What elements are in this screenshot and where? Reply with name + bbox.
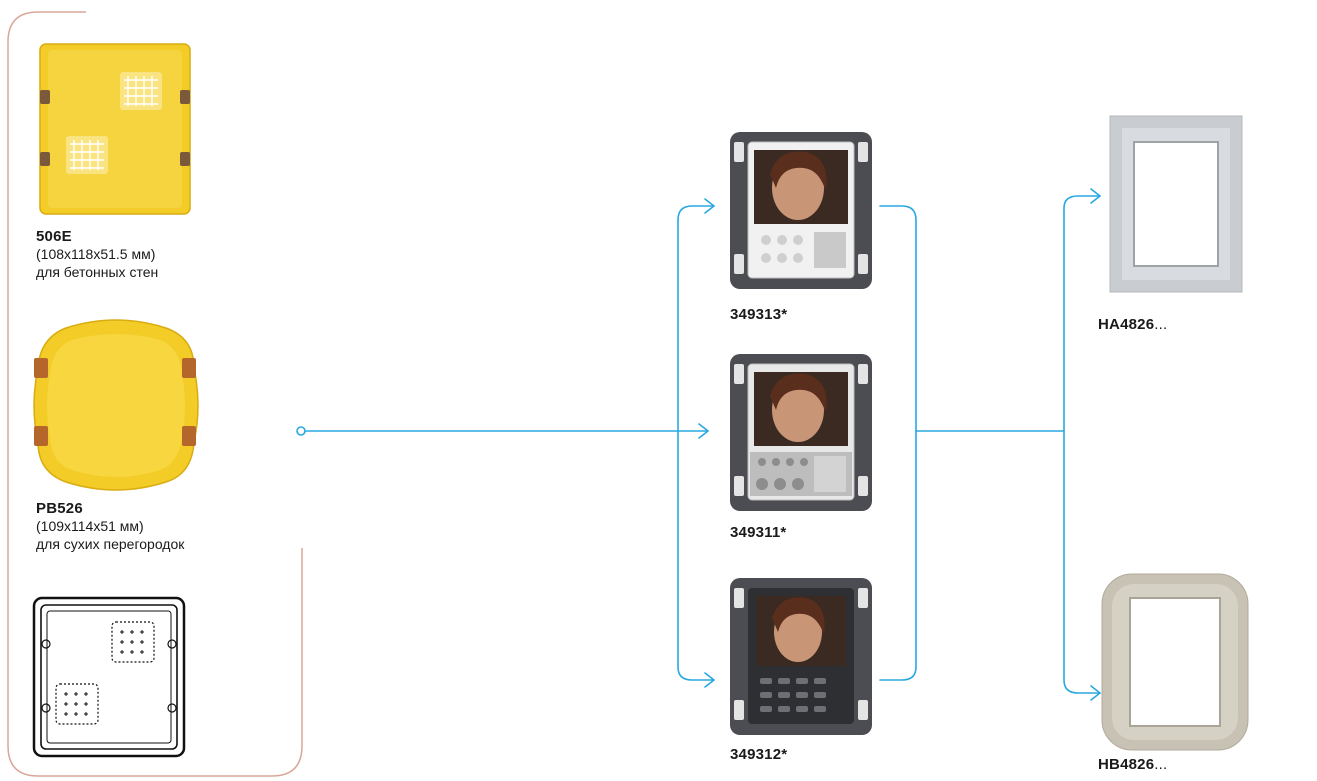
box-506e-image bbox=[39, 43, 191, 215]
frame-hb4826-image bbox=[1101, 573, 1249, 751]
device-349313-code: 349313* bbox=[730, 306, 788, 323]
box-pb526-image bbox=[33, 319, 199, 491]
device-349312-image bbox=[730, 578, 872, 735]
box-506e-desc: для бетонных стен bbox=[36, 264, 159, 280]
frame-ha4826-code: HA4826... bbox=[1098, 316, 1167, 333]
right-bus bbox=[879, 205, 917, 681]
frame-hb4826-suffix: ... bbox=[1154, 756, 1168, 773]
device-349313-image bbox=[730, 132, 872, 289]
start-node bbox=[296, 426, 306, 436]
device-349312-code: 349312* bbox=[730, 746, 788, 763]
box-506e-caption: 506E (108x118x51.5 мм) для бетонных стен bbox=[36, 228, 158, 281]
frame-hb4826-code-text: HB4826 bbox=[1098, 756, 1155, 773]
frame-bus bbox=[1063, 195, 1101, 209]
frame-ha4826-image bbox=[1109, 115, 1243, 293]
device-349311-code: 349311* bbox=[730, 524, 787, 541]
box-outline-drawing bbox=[32, 596, 186, 758]
box-pb526-size: (109x114x51 мм) bbox=[36, 518, 144, 534]
box-506e-code: 506E bbox=[36, 228, 72, 245]
frame-ha4826-suffix: ... bbox=[1154, 316, 1168, 333]
left-bus bbox=[677, 205, 715, 221]
box-pb526-desc: для сухих перегородок bbox=[36, 536, 185, 552]
box-pb526-code: PB526 bbox=[36, 500, 83, 517]
device-349311-image bbox=[730, 354, 872, 511]
box-pb526-caption: PB526 (109x114x51 мм) для сухих перегоро… bbox=[36, 500, 184, 553]
frame-ha4826-code-text: HA4826 bbox=[1098, 316, 1155, 333]
box-506e-size: (108x118x51.5 мм) bbox=[36, 246, 156, 262]
frame-hb4826-code: HB4826... bbox=[1098, 756, 1167, 773]
